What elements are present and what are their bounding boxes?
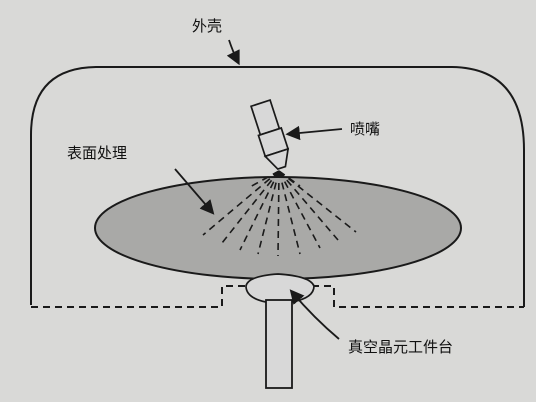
chuck-head xyxy=(245,273,315,303)
housing-label: 外壳 xyxy=(192,17,222,35)
surface-treatment-label: 表面处理 xyxy=(67,144,127,162)
housing-arrow xyxy=(226,39,240,66)
spray-lines xyxy=(202,170,357,257)
surface-treatment-arrow xyxy=(174,168,215,215)
housing-outline xyxy=(30,66,525,307)
housing-bottom-right-dashed xyxy=(312,285,524,308)
nozzle xyxy=(250,99,290,171)
nozzle-tip xyxy=(263,147,290,171)
chuck-shaft xyxy=(265,299,293,389)
housing-bottom-left-dashed xyxy=(31,285,258,308)
nozzle-arrow xyxy=(285,125,343,141)
housing-shell xyxy=(30,66,525,308)
wafer-disk xyxy=(94,176,462,280)
vacuum-chuck xyxy=(245,273,315,389)
nozzle-label: 喷嘴 xyxy=(350,120,380,138)
vacuum-chuck-label: 真空晶元工件台 xyxy=(348,338,453,356)
callout-arrows xyxy=(174,39,343,340)
vacuum-chuck-arrow xyxy=(289,289,340,340)
